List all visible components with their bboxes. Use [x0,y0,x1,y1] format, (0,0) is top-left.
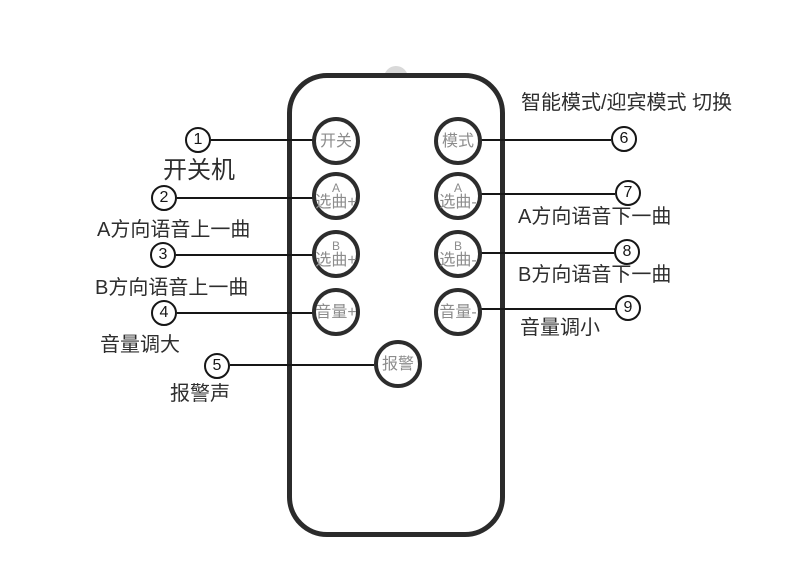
callout-number-2-text: 2 [159,189,169,206]
callout-number-9: 9 [615,295,641,321]
mode-button-label: 模式 [441,132,474,150]
label-power: 开关机 [163,157,235,184]
callout-number-5-text: 5 [212,357,222,374]
alarm-button: 报警 [374,340,422,388]
leader-line-2 [177,197,313,199]
leader-line-5 [230,364,374,366]
label-volume-down: 音量调小 [520,317,600,339]
volume-down-button: 音量- [434,288,482,336]
label-b-voice-next: B方向语音下一曲 [518,264,672,286]
callout-number-6-text: 6 [619,130,629,147]
callout-number-7: 7 [615,180,641,206]
power-button-label: 开关 [319,132,352,150]
leader-line-1 [211,139,313,141]
volume-up-button-label: 音量+ [315,303,357,321]
b-song-next-button-sub: B [453,238,462,253]
callout-number-3: 3 [150,242,176,268]
a-song-prev-button-sub: A [331,180,340,195]
callout-number-2: 2 [151,185,177,211]
callout-number-4-text: 4 [159,304,169,321]
label-a-voice-next: A方向语音下一曲 [518,206,672,228]
callout-number-1-text: 1 [193,131,203,148]
leader-line-6 [481,139,611,141]
callout-number-5: 5 [204,353,230,379]
volume-up-button: 音量+ [312,288,360,336]
alarm-button-label: 报警 [381,355,414,373]
label-volume-up: 音量调大 [100,334,180,356]
b-song-prev-button-sub: B [331,238,340,253]
a-song-next-button-sub: A [453,180,462,195]
b-song-prev-button: B 选曲+ [312,230,360,278]
mode-button: 模式 [434,117,482,165]
b-song-next-button-label: 选曲- [439,251,477,269]
b-song-next-button: B 选曲- [434,230,482,278]
a-song-prev-button-label: 选曲+ [315,193,357,211]
callout-number-8: 8 [614,239,640,265]
volume-down-button-label: 音量- [439,303,477,321]
callout-number-8-text: 8 [622,243,632,260]
leader-line-4 [177,312,313,314]
callout-number-7-text: 7 [623,184,633,201]
label-b-voice-prev: B方向语音上一曲 [95,277,249,299]
a-song-prev-button: A 选曲+ [312,172,360,220]
b-song-prev-button-label: 选曲+ [315,251,357,269]
leader-line-9 [481,308,615,310]
power-button: 开关 [312,117,360,165]
leader-line-7 [481,193,615,195]
a-song-next-button-label: 选曲- [439,193,477,211]
callout-number-6: 6 [611,126,637,152]
callout-number-3-text: 3 [158,246,168,263]
a-song-next-button: A 选曲- [434,172,482,220]
callout-number-9-text: 9 [623,299,633,316]
label-mode-switch: 智能模式/迎宾模式 切换 [521,92,733,114]
label-a-voice-prev: A方向语音上一曲 [97,219,251,241]
label-alarm-sound: 报警声 [170,383,230,405]
callout-number-4: 4 [151,300,177,326]
leader-line-3 [176,254,313,256]
leader-line-8 [481,252,614,254]
callout-number-1: 1 [185,127,211,153]
